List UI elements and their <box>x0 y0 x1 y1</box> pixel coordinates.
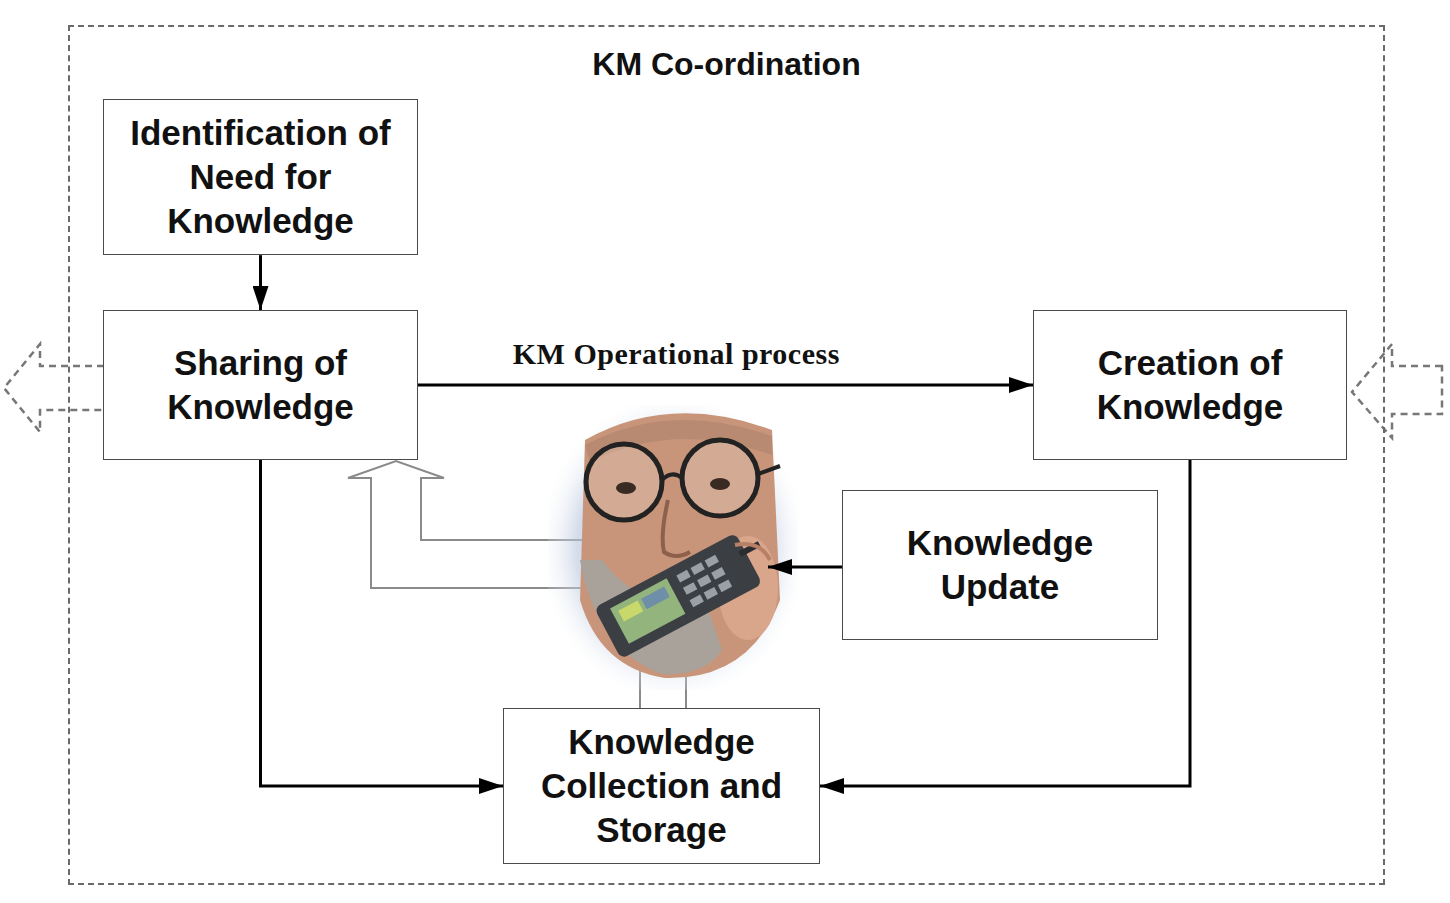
process-box: Sharing of Knowledge <box>103 310 418 460</box>
box-label: Creation of Knowledge <box>1046 341 1334 429</box>
box-label: Sharing of Knowledge <box>116 341 405 429</box>
inflow-arrow <box>1352 344 1442 438</box>
box-label: Knowledge Collection and Storage <box>516 720 807 852</box>
update-arrow <box>768 566 842 569</box>
box-label: Identification of Need for Knowledge <box>116 111 405 243</box>
flow-arrow <box>261 460 504 786</box>
box-label: Knowledge Update <box>855 521 1145 609</box>
coordination-frame: KM Co-ordinationIdentification of Need f… <box>68 25 1385 885</box>
process-box: Knowledge Collection and Storage <box>503 708 820 864</box>
flow-arrow <box>259 255 262 310</box>
process-box: Creation of Knowledge <box>1033 310 1347 460</box>
edge-label: KM Operational process <box>510 337 843 371</box>
process-box: Knowledge Update <box>842 490 1158 640</box>
frame-title: KM Co-ordination <box>592 45 860 83</box>
person-with-phone <box>548 405 798 690</box>
process-box: Identification of Need for Knowledge <box>103 99 418 255</box>
flow-arrow <box>820 460 1190 786</box>
flow-arrow <box>418 384 1033 387</box>
